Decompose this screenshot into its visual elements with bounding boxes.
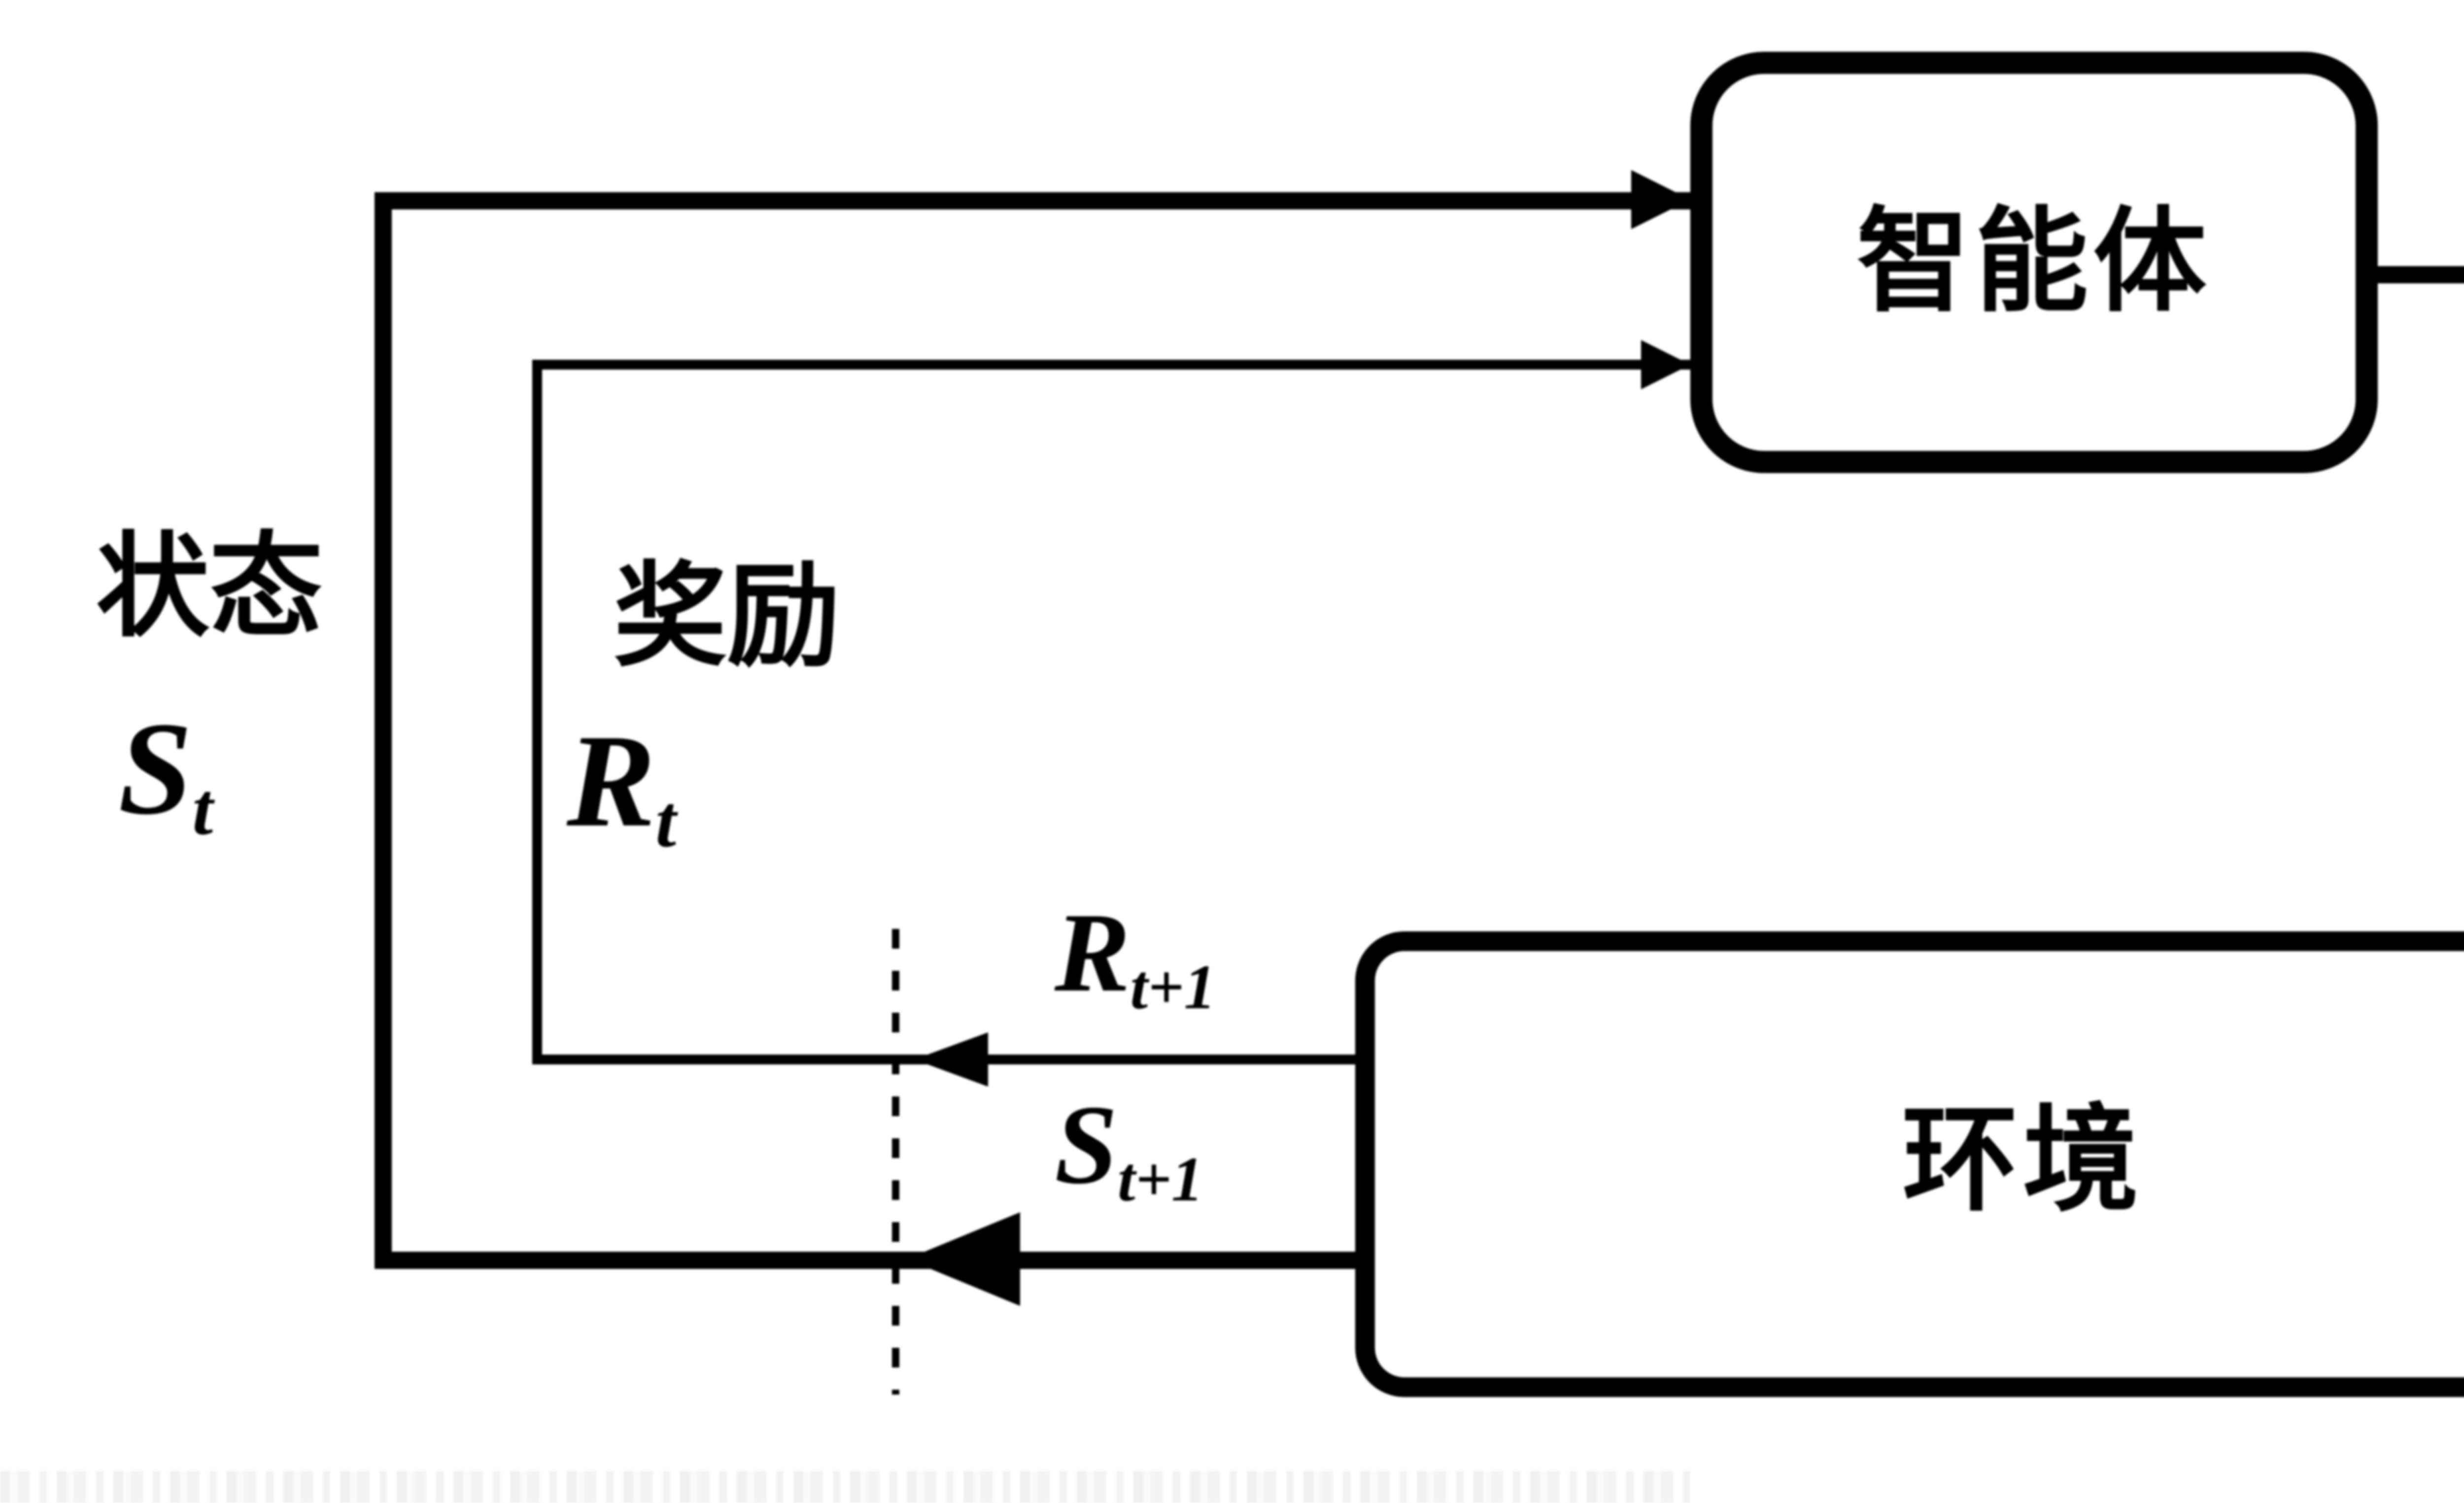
state-symbol-subscript: t xyxy=(192,767,213,852)
agent-box: 智能体 xyxy=(1690,52,2378,473)
reward-symbol-subscript: t xyxy=(655,780,677,864)
next-reward-symbol-subscript: t+1 xyxy=(1130,952,1216,1024)
reward-line-left-segment xyxy=(532,360,542,1064)
next-reward-arrowhead-icon xyxy=(914,1032,988,1087)
next-reward-symbol: Rt+1 xyxy=(1055,896,1216,1024)
reward-symbol-var: R xyxy=(567,707,656,855)
environment-box: 环境 xyxy=(1355,931,2464,1397)
time-step-divider-dashed-line xyxy=(892,929,899,1395)
state-line-left-segment xyxy=(375,191,392,1268)
next-state-arrowhead-icon xyxy=(907,1212,1020,1306)
reward-symbol: Rt xyxy=(567,715,676,859)
next-state-symbol: St+1 xyxy=(1055,1088,1203,1216)
next-reward-symbol-var: R xyxy=(1055,889,1130,1015)
reward-label-cn: 奖励 xyxy=(614,554,840,680)
next-state-symbol-subscript: t+1 xyxy=(1117,1144,1203,1216)
state-label-cn: 状态 xyxy=(96,525,323,650)
reward-line-top-segment xyxy=(532,360,1690,370)
environment-box-label: 环境 xyxy=(1902,1099,2144,1227)
state-line-top-segment xyxy=(375,191,1690,208)
truncated-caption-ghost xyxy=(0,1471,1695,1503)
state-symbol: St xyxy=(118,702,213,847)
state-symbol-var: S xyxy=(118,695,193,843)
next-state-symbol-var: S xyxy=(1055,1082,1118,1207)
state-arrowhead-icon xyxy=(1631,170,1690,229)
state-line-bottom-segment xyxy=(375,1250,1355,1268)
agent-box-label: 智能体 xyxy=(1856,198,2212,324)
action-line-top-segment xyxy=(2378,265,2464,282)
reward-arrowhead-icon xyxy=(1641,340,1690,389)
